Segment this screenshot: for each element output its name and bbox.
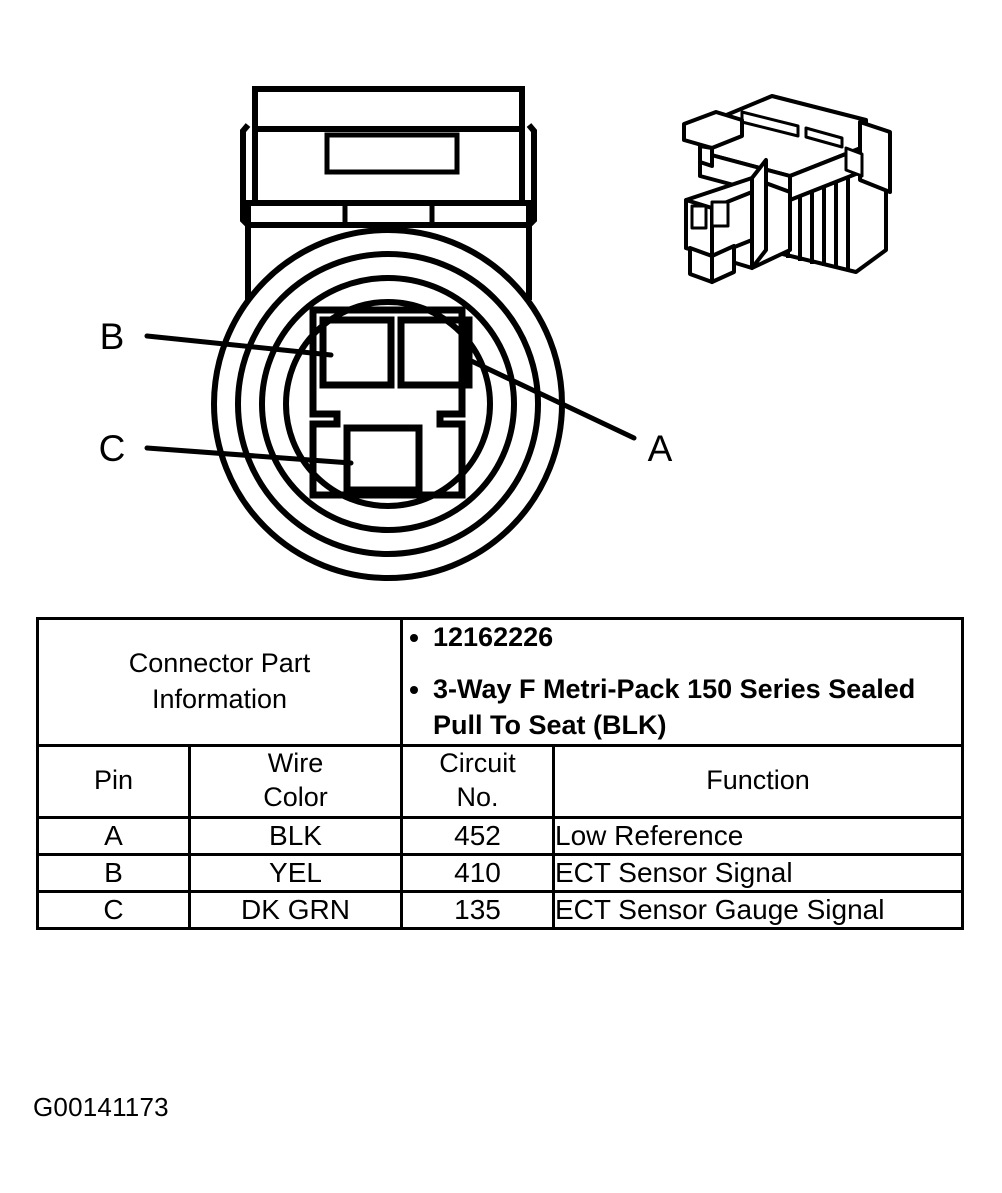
- column-header-pin: Pin: [36, 743, 191, 819]
- connector-isometric-view: [682, 94, 892, 284]
- part-info-bullet-description: 3-Way F Metri-Pack 150 Series Sealed Pul…: [410, 672, 961, 744]
- leader-line-C: [144, 445, 354, 466]
- part-info-row: Connector Part Information 12162226 3-Wa…: [36, 617, 964, 747]
- leader-line-B: [144, 333, 334, 358]
- table-row: C DK GRN 135 ECT Sensor Gauge Signal: [36, 890, 964, 931]
- cell-wire-color: YEL: [188, 852, 403, 894]
- column-header-wire-color-line1: Wire: [267, 748, 324, 779]
- column-header-circuit-no-line2: No.: [456, 782, 499, 813]
- part-info-list-cell: 12162226 3-Way F Metri-Pack 150 Series S…: [400, 617, 964, 747]
- cell-function: ECT Sensor Gauge Signal: [552, 890, 964, 931]
- terminal-shroud-wall: [309, 306, 466, 499]
- part-info-label-line2: Information: [151, 683, 288, 714]
- connector-diagram: B C A: [99, 86, 892, 581]
- part-info-bullets: 12162226 3-Way F Metri-Pack 150 Series S…: [403, 620, 961, 744]
- connector-face-view: [144, 86, 637, 581]
- iso-neck: [750, 158, 768, 270]
- column-header-function: Function: [552, 743, 964, 819]
- cell-circuit-no: 135: [400, 890, 555, 931]
- cell-pin: C: [36, 890, 191, 931]
- cell-function: Low Reference: [552, 815, 964, 856]
- part-info-bullet-number: 12162226: [410, 620, 961, 656]
- figure-caption: G00141173: [33, 1092, 169, 1122]
- column-header-circuit-no-line1: Circuit: [439, 748, 516, 779]
- cell-wire-color: DK GRN: [188, 890, 403, 931]
- table-row: A BLK 452 Low Reference: [36, 815, 964, 856]
- cavity-B: [319, 316, 395, 389]
- seal-rings: [211, 227, 565, 581]
- table-row: B YEL 410 ECT Sensor Signal: [36, 852, 964, 894]
- iso-latch-wing: [844, 120, 892, 194]
- figure-area: B C A: [99, 86, 892, 581]
- part-info-label-line1: Connector Part: [128, 648, 311, 679]
- column-header-wire-color-line2: Color: [263, 782, 328, 813]
- column-header-wire-color: Wire Color: [188, 743, 403, 819]
- callout-label-B: B: [100, 316, 125, 357]
- callout-leader-lines: [144, 333, 637, 466]
- iso-terminal-block: [684, 176, 792, 284]
- leader-line-A: [462, 355, 637, 441]
- column-header-function-text: Function: [706, 765, 810, 796]
- iso-latch-arm: [682, 110, 744, 168]
- cell-function: ECT Sensor Signal: [552, 852, 964, 894]
- cell-pin: B: [36, 852, 191, 894]
- column-header-pin-text: Pin: [93, 765, 134, 796]
- cell-wire-color: BLK: [188, 815, 403, 856]
- column-header-circuit-no: Circuit No.: [400, 743, 555, 819]
- cell-pin: A: [36, 815, 191, 856]
- cell-circuit-no: 452: [400, 815, 555, 856]
- cavity-C: [343, 424, 423, 494]
- connector-body-block: [240, 86, 537, 300]
- cell-circuit-no: 410: [400, 852, 555, 894]
- iso-cavity-1: [690, 204, 708, 230]
- connector-information-table: Connector Part Information 12162226 3-Wa…: [36, 617, 964, 931]
- part-info-label-cell: Connector Part Information: [36, 617, 403, 747]
- table-header-row: Pin Wire Color Circuit No. Function: [36, 743, 964, 819]
- cavity-A: [397, 316, 473, 389]
- iso-cavity-2: [710, 200, 730, 228]
- callout-label-C: C: [99, 428, 126, 469]
- callout-label-A: A: [648, 428, 673, 469]
